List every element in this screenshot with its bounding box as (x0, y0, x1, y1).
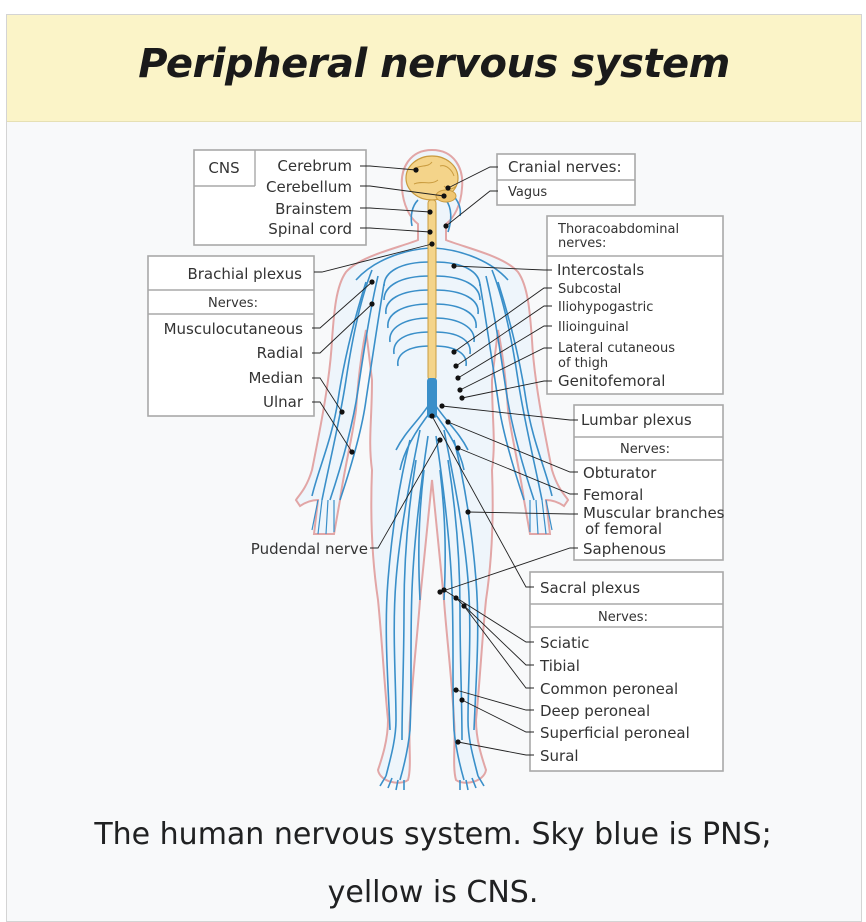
cns-item-spinal-cord: Spinal cord (268, 220, 352, 238)
lumbar-item-of-femoral: of femoral (585, 520, 662, 538)
lumbar-box (573, 404, 724, 561)
sacral-item-sural: Sural (540, 747, 579, 765)
cranial-item-vagus: Vagus (508, 185, 547, 200)
thoraco-item-subcostal: Subcostal (558, 282, 621, 297)
lumbar-item-femoral: Femoral (583, 486, 643, 504)
caption-line-2: yellow is CNS. (327, 875, 539, 910)
sacral-item-common-peroneal: Common peroneal (540, 680, 678, 698)
thoraco-item-intercostals: Intercostals (557, 261, 644, 279)
sacral-item-sciatic: Sciatic (540, 634, 589, 652)
infobox-header: Peripheral nervous system (7, 15, 861, 122)
brachial-item-ulnar: Ulnar (263, 393, 304, 411)
brachial-item-radial: Radial (257, 344, 303, 362)
body-outline (294, 148, 570, 784)
caption-line-1: The human nervous system. Sky blue is PN… (94, 817, 772, 852)
cns-item-brainstem: Brainstem (275, 200, 352, 218)
sacral-box (529, 571, 724, 772)
thoraco-box (546, 215, 724, 395)
sacral-subheading: Nerves: (598, 610, 648, 625)
lumbar-item-saphenous: Saphenous (583, 540, 666, 558)
thoraco-item-ilioinguinal: Ilioinguinal (558, 320, 629, 335)
thoraco-item-iliohypogastric: Iliohypogastric (558, 300, 653, 315)
spinal-cord-shape (427, 199, 437, 381)
brachial-subheading: Nerves: (208, 296, 258, 311)
cns-item-cerebellum: Cerebellum (266, 178, 352, 196)
thoraco-item-lateral-cutaneous: Lateral cutaneous (558, 341, 675, 356)
cns-heading: CNS (208, 159, 239, 177)
thoraco-heading-2: nerves: (558, 236, 606, 251)
cranial-heading: Cranial nerves: (508, 158, 622, 176)
brachial-item-musculocutaneous: Musculocutaneous (164, 320, 304, 338)
sacral-item-deep-peroneal: Deep peroneal (540, 702, 650, 720)
lumbar-subheading: Nerves: (620, 442, 670, 457)
cns-box (193, 149, 367, 246)
brachial-heading: Brachial plexus (187, 265, 302, 283)
lumbar-item-muscular-branches: Muscular branches (583, 504, 725, 522)
sacral-item-superficial-peroneal: Superficial peroneal (540, 724, 690, 742)
pudendal-label: Pudendal nerve (251, 540, 368, 558)
thoraco-heading-1: Thoracoabdominal (557, 222, 679, 237)
thoraco-item-genitofemoral: Genitofemoral (558, 372, 665, 390)
body-figure (294, 148, 570, 784)
cauda-equina (427, 378, 437, 418)
brachial-item-median: Median (248, 369, 303, 387)
brachial-box (147, 255, 315, 417)
page-title: Peripheral nervous system (138, 41, 730, 87)
cns-item-cerebrum: Cerebrum (277, 157, 352, 175)
pns-nerves (311, 189, 553, 791)
sacral-item-tibial: Tibial (539, 657, 580, 675)
thoraco-item-of-thigh: of thigh (558, 356, 608, 371)
image-caption: The human nervous system. Sky blue is PN… (0, 806, 866, 922)
sacral-heading: Sacral plexus (540, 579, 640, 597)
lumbar-item-obturator: Obturator (583, 464, 657, 482)
lumbar-heading: Lumbar plexus (581, 411, 692, 429)
